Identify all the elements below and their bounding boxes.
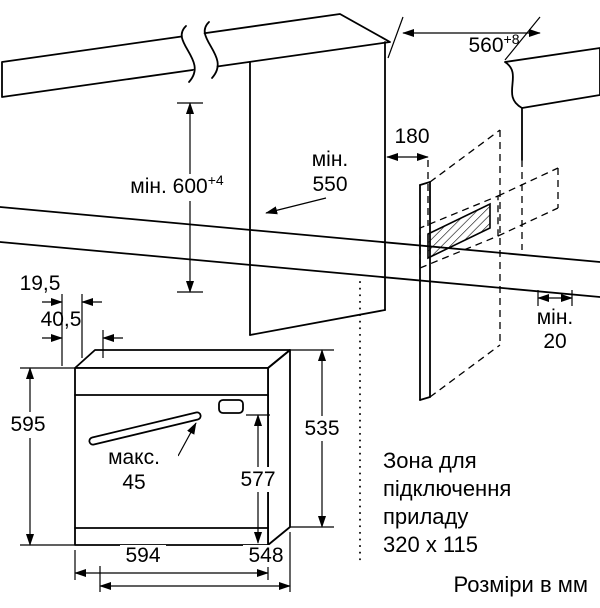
label-mask-handle-2 (112, 471, 156, 494)
label-mask-oven-height (7, 412, 49, 438)
dim-oven-height-label: 595 (10, 413, 45, 436)
oven-side-face (267, 349, 291, 546)
connection-zone-text: Зона для підключення приладу 320 x 115 (383, 448, 511, 557)
counter-band (0, 206, 600, 298)
dim-offset-a-label: 19,5 (20, 272, 61, 295)
label-mask-rear-height (299, 416, 345, 441)
dim-side-clearance (537, 290, 573, 306)
dim-niche-width-label: 560+8 (468, 31, 519, 57)
dim-niche-width-value: 560 (468, 34, 503, 57)
dim-door-depth-label: 577 (240, 468, 275, 491)
connection-zone-text-line4: 320 x 115 (383, 532, 478, 557)
dim-oven-width-label: 594 (125, 544, 160, 567)
connection-zone-outline-dashed (419, 195, 499, 269)
oven-top-face (74, 349, 291, 369)
label-mask-oven-width (120, 545, 166, 567)
worktop (1, 13, 391, 98)
dim-oven-height (20, 367, 75, 546)
dim-niche-width-tolerance: +8 (504, 31, 520, 47)
worktop-break-mask (181, 13, 217, 91)
dim-offset-b-label: 40,5 (41, 308, 82, 331)
rear-panel (419, 181, 431, 401)
dim-rear-height-label: 535 (304, 417, 339, 440)
right-wall-slab (504, 47, 600, 250)
connection-zone-hatch (419, 195, 499, 269)
dim-niche-depth-label-1: мін. (312, 148, 349, 171)
dim-niche-height-value: мін. 600 (130, 175, 207, 198)
dim-handle-max-label-1: макс. (108, 446, 160, 469)
connection-zone-text-line3: приладу (383, 504, 468, 529)
worktop-break-left (180, 25, 196, 83)
niche-opening (249, 41, 386, 336)
units-note: Розміри в мм (454, 572, 588, 597)
connection-zone-text-line2: підключення (383, 476, 511, 501)
oven-door-latch (218, 399, 244, 414)
dim-niche-width (387, 16, 541, 61)
dim-offset-a (42, 294, 102, 366)
label-mask-niche-height (112, 174, 242, 201)
dim-rear-offset-label: 180 (394, 125, 429, 148)
dim-handle-max (177, 422, 197, 457)
dim-handle-max-label-2: 45 (122, 471, 145, 494)
label-mask-handle-1 (92, 446, 178, 469)
hidden-edges (429, 129, 559, 398)
worktop-break-right (203, 21, 219, 79)
dim-oven-width (74, 550, 269, 580)
dim-niche-depth (265, 197, 327, 215)
dim-oven-depth-label: 548 (248, 544, 283, 567)
dim-niche-depth-label-2: 550 (312, 173, 347, 196)
connection-zone-text-line1: Зона для (383, 448, 477, 473)
dim-offset-b (42, 330, 123, 358)
dim-oven-depth (99, 532, 291, 592)
label-mask-door-depth (237, 467, 279, 492)
oven-door-handle (88, 411, 202, 446)
connection-zone-hatched-area (427, 202, 491, 260)
dim-side-clearance-label-1: мін. (537, 306, 574, 329)
dim-niche-height-tolerance: +4 (208, 172, 224, 188)
dim-rear-offset (386, 152, 429, 226)
label-mask-oven-depth (243, 545, 289, 567)
dim-side-clearance-label-2: 20 (543, 330, 566, 353)
dim-niche-height-label: мін. 600+4 (130, 172, 224, 198)
